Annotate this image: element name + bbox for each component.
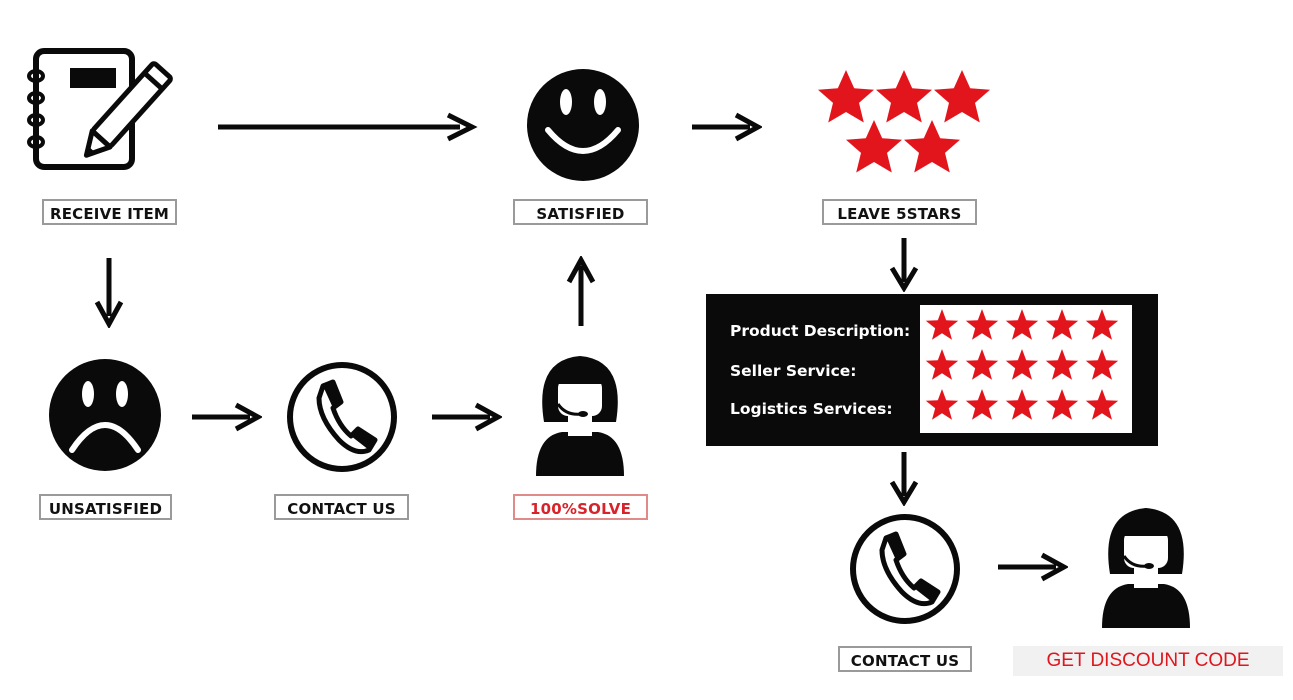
rating-label-logistics-services: Logistics Services:: [730, 400, 893, 418]
rating-star-icon: [965, 389, 999, 420]
label-contact-us: CONTACT US: [274, 494, 409, 520]
rating-star-icon: [965, 349, 999, 380]
rating-label-product-description: Product Description:: [730, 322, 911, 340]
label-unsatisfied: UNSATISFIED: [39, 494, 172, 520]
sad-face-icon: [49, 359, 161, 471]
discount-code-link[interactable]: GET DISCOUNT CODE: [1013, 646, 1283, 676]
arrow-down: [889, 238, 919, 292]
arrow-up: [566, 256, 596, 326]
rating-stars-box: [920, 305, 1132, 433]
rating-star-icon: [925, 349, 959, 380]
label-contact-us-2: CONTACT US: [838, 646, 972, 672]
label-receive-item: RECEIVE ITEM: [42, 199, 177, 225]
arrow-right: [692, 112, 762, 142]
rating-stars-icon: [925, 309, 1119, 420]
arrow-down: [94, 258, 124, 328]
arrow-right: [432, 402, 502, 432]
rating-star-icon: [925, 389, 959, 420]
rating-star-icon: [965, 309, 999, 340]
rating-star-icon: [1085, 309, 1119, 340]
arrow-down: [889, 452, 919, 506]
rating-star-icon: [1045, 309, 1079, 340]
phone-icon: [287, 362, 397, 472]
rating-star-icon: [1005, 389, 1039, 420]
rating-star-icon: [1045, 349, 1079, 380]
label-satisfied: SATISFIED: [513, 199, 648, 225]
rating-star-icon: [1045, 389, 1079, 420]
support-agent-icon: [536, 356, 624, 476]
rating-star-icon: [1005, 349, 1039, 380]
happy-face-icon: [527, 69, 639, 181]
five-stars-icon: [818, 70, 990, 173]
notebook-pencil-icon: [27, 48, 173, 170]
arrow-right: [192, 402, 262, 432]
label-leave-5stars: LEAVE 5STARS: [822, 199, 977, 225]
phone-icon: [850, 514, 960, 624]
arrow-right: [218, 112, 478, 142]
rating-label-seller-service: Seller Service:: [730, 362, 857, 380]
rating-star-icon: [925, 309, 959, 340]
arrow-right: [998, 552, 1068, 582]
rating-star-icon: [1005, 309, 1039, 340]
label-100-solve: 100%SOLVE: [513, 494, 648, 520]
rating-panel: Product Description: Seller Service: Log…: [706, 294, 1158, 446]
support-agent-icon: [1102, 508, 1190, 628]
rating-star-icon: [1085, 389, 1119, 420]
rating-star-icon: [1085, 349, 1119, 380]
